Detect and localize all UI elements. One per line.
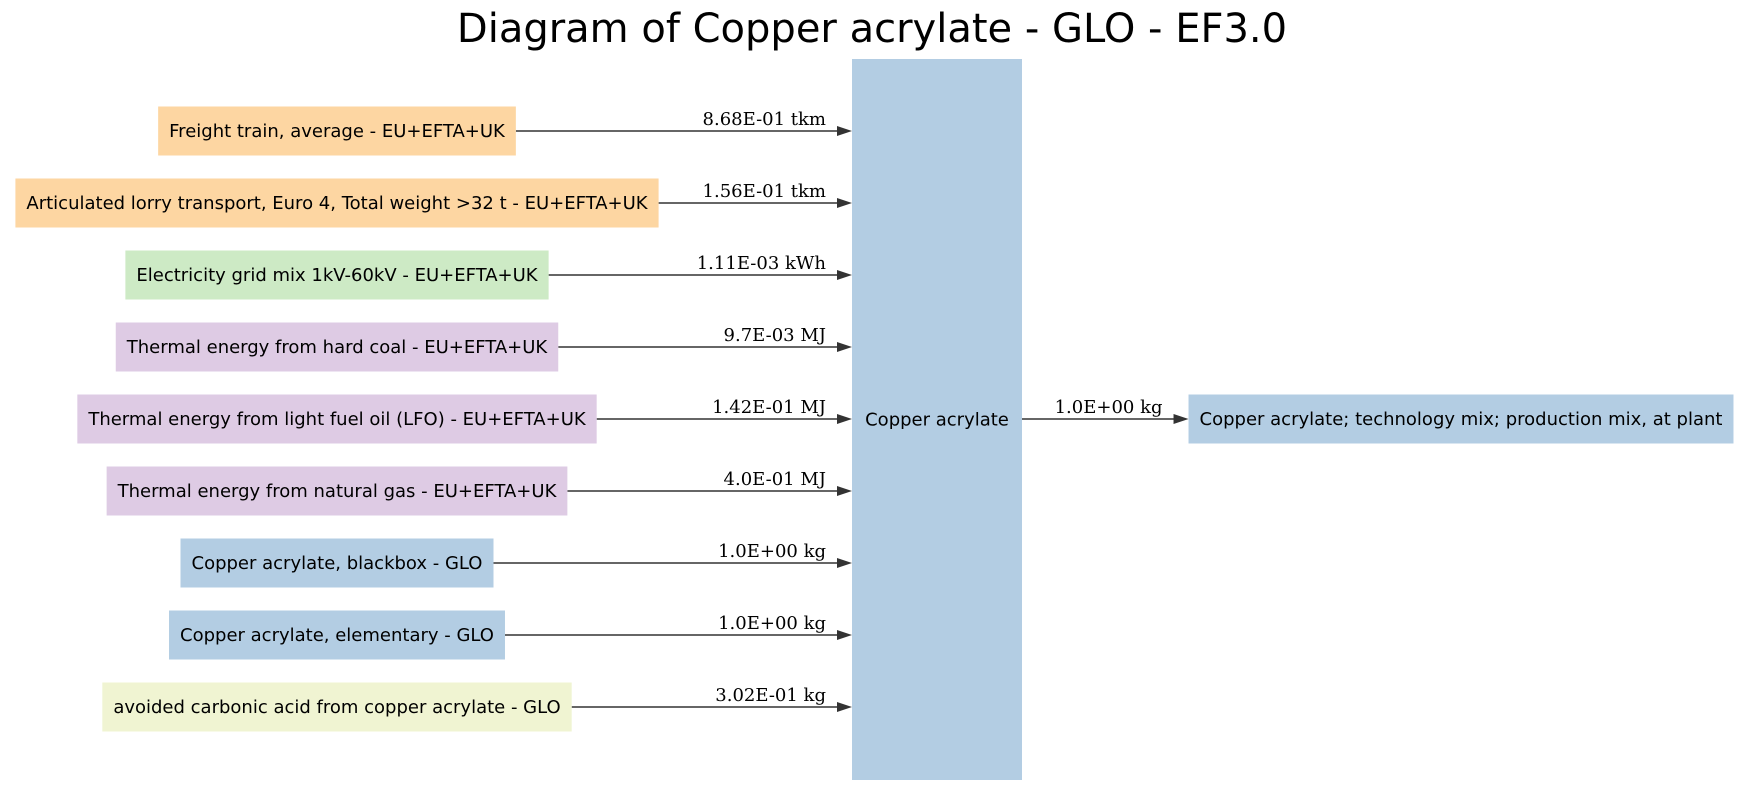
input-node-9: avoided carbonic acid from copper acryla…	[102, 682, 572, 732]
input-node-6: Thermal energy from natural gas - EU+EFT…	[106, 466, 568, 516]
input-node-7-box	[180, 538, 494, 588]
input-edge-7: 1.0E+00 kg	[493, 541, 852, 568]
input-edge-3: 1.11E-03 kWh	[548, 253, 852, 280]
output-node-label: Copper acrylate; technology mix; product…	[1200, 409, 1723, 430]
output-node-box	[1188, 394, 1734, 444]
input-edge-5: 1.42E-01 MJ	[596, 397, 852, 424]
input-node-8-box	[169, 610, 505, 660]
input-node-9-label: avoided carbonic acid from copper acryla…	[113, 697, 560, 718]
input-edge-6-amount: 4.0E-01 MJ	[724, 469, 826, 490]
nodes-layer: Copper acrylate Freight train, average - …	[15, 59, 1734, 780]
input-edge-8-arrowhead	[837, 630, 852, 640]
input-edge-2-arrowhead	[837, 198, 852, 208]
output-edge-amount: 1.0E+00 kg	[1055, 397, 1163, 418]
input-node-4-label: Thermal energy from hard coal - EU+EFTA+…	[126, 337, 549, 358]
input-edge-4-amount: 9.7E-03 MJ	[724, 325, 826, 346]
process-node: Copper acrylate	[852, 59, 1022, 780]
input-edge-1: 8.68E-01 tkm	[515, 109, 852, 136]
input-node-7: Copper acrylate, blackbox - GLO	[180, 538, 494, 588]
input-edge-8: 1.0E+00 kg	[504, 613, 852, 640]
input-edge-3-arrowhead	[837, 270, 852, 280]
input-edge-1-amount: 8.68E-01 tkm	[703, 109, 826, 130]
input-node-5: Thermal energy from light fuel oil (LFO)…	[77, 394, 597, 444]
input-node-3-label: Electricity grid mix 1kV-60kV - EU+EFTA+…	[136, 265, 538, 286]
input-node-4: Thermal energy from hard coal - EU+EFTA+…	[115, 322, 559, 372]
input-node-6-box	[106, 466, 568, 516]
output-edge-arrowhead	[1173, 414, 1189, 424]
input-node-9-box	[102, 682, 572, 732]
input-node-1-box	[158, 106, 516, 156]
input-edge-5-arrowhead	[837, 414, 852, 424]
input-node-2-label: Articulated lorry transport, Euro 4, Tot…	[26, 193, 648, 214]
process-node-box	[852, 59, 1022, 780]
input-node-3: Electricity grid mix 1kV-60kV - EU+EFTA+…	[125, 250, 549, 300]
input-edge-7-amount: 1.0E+00 kg	[718, 541, 826, 562]
process-node-label: Copper acrylate	[865, 410, 1009, 431]
input-edge-8-amount: 1.0E+00 kg	[718, 613, 826, 634]
input-node-3-box	[125, 250, 549, 300]
input-node-2: Articulated lorry transport, Euro 4, Tot…	[15, 178, 659, 228]
input-edge-2: 1.56E-01 tkm	[658, 181, 852, 208]
input-node-1: Freight train, average - EU+EFTA+UK	[158, 106, 516, 156]
input-edge-9-arrowhead	[837, 702, 852, 712]
output-edge: 1.0E+00 kg	[1022, 397, 1189, 424]
input-node-8: Copper acrylate, elementary - GLO	[169, 610, 505, 660]
input-node-6-label: Thermal energy from natural gas - EU+EFT…	[117, 481, 558, 502]
input-node-8-label: Copper acrylate, elementary - GLO	[180, 625, 494, 646]
input-node-5-box	[77, 394, 597, 444]
input-node-4-box	[115, 322, 559, 372]
input-node-2-box	[15, 178, 659, 228]
input-edge-5-amount: 1.42E-01 MJ	[712, 397, 826, 418]
input-node-7-label: Copper acrylate, blackbox - GLO	[192, 553, 483, 574]
input-edge-6-arrowhead	[837, 486, 852, 496]
input-node-5-label: Thermal energy from light fuel oil (LFO)…	[87, 409, 587, 430]
diagram-title: Diagram of Copper acrylate - GLO - EF3.0	[457, 6, 1287, 52]
output-node: Copper acrylate; technology mix; product…	[1188, 394, 1734, 444]
input-edge-6: 4.0E-01 MJ	[567, 469, 852, 496]
input-edge-1-arrowhead	[837, 126, 852, 136]
edges-layer: 8.68E-01 tkm 1.56E-01 tkm 1.11E-03 kWh 9.7E…	[493, 109, 1189, 712]
input-edge-9-amount: 3.02E-01 kg	[715, 685, 826, 706]
input-edge-4: 9.7E-03 MJ	[558, 325, 852, 352]
input-edge-4-arrowhead	[837, 342, 852, 352]
input-edge-7-arrowhead	[837, 558, 852, 568]
input-node-1-label: Freight train, average - EU+EFTA+UK	[169, 121, 506, 142]
input-edge-9: 3.02E-01 kg	[571, 685, 852, 712]
input-edge-2-amount: 1.56E-01 tkm	[703, 181, 826, 202]
input-edge-3-amount: 1.11E-03 kWh	[697, 253, 827, 274]
